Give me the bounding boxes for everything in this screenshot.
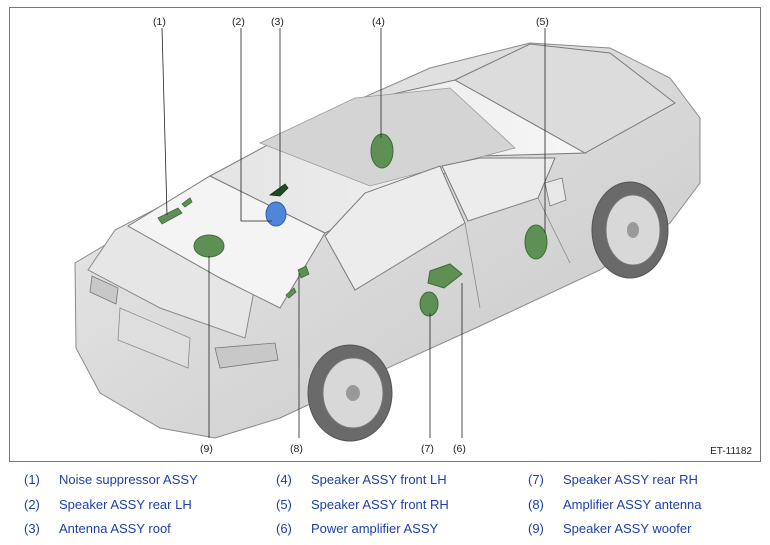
speaker-front-rh	[524, 224, 548, 260]
callout-6: (6)	[453, 443, 466, 455]
callout-9: (9)	[200, 443, 213, 455]
callout-1: (1)	[153, 16, 166, 28]
legend-text: Antenna ASSY roof	[59, 521, 171, 536]
legend-number: (5)	[276, 497, 292, 512]
legend-number: (2)	[24, 497, 40, 512]
legend-text: Speaker ASSY woofer	[563, 521, 692, 536]
callout-3: (3)	[271, 16, 284, 28]
legend-text: Speaker ASSY rear RH	[563, 472, 698, 487]
legend-text: Amplifier ASSY antenna	[563, 497, 702, 512]
legend-text: Noise suppressor ASSY	[59, 472, 198, 487]
car-illustration: (1) (2) (3) (4) (5) (6) (7) (8) (9)	[74, 16, 701, 455]
noise-suppressor-assy	[157, 197, 193, 225]
legend-number: (1)	[24, 472, 40, 487]
legend-number: (3)	[24, 521, 40, 536]
legend-number: (8)	[528, 497, 544, 512]
power-amplifier-assy	[427, 263, 463, 289]
legend-text: Speaker ASSY front LH	[311, 472, 447, 487]
legend-number: (7)	[528, 472, 544, 487]
speaker-woofer	[193, 234, 225, 258]
component-location-diagram: (1) (2) (3) (4) (5) (6) (7) (8) (9) ET-1…	[9, 7, 761, 462]
front-wheel	[591, 181, 669, 279]
legend: (1) Noise suppressor ASSY (2) Speaker AS…	[0, 468, 770, 543]
speaker-front-lh	[370, 133, 394, 169]
callout-labels: (1) (2) (3) (4) (5) (6) (7) (8) (9)	[153, 16, 549, 455]
callout-8: (8)	[290, 443, 303, 455]
leader-lines	[161, 27, 546, 438]
legend-number: (4)	[276, 472, 292, 487]
legend-text: Power amplifier ASSY	[311, 521, 439, 536]
legend-text: Speaker ASSY front RH	[311, 497, 449, 512]
callout-4: (4)	[372, 16, 385, 28]
speaker-rear-lh	[265, 201, 287, 227]
callout-2: (2)	[232, 16, 245, 28]
rear-wheel	[307, 344, 393, 442]
legend-number: (6)	[276, 521, 292, 536]
legend-text: Speaker ASSY rear LH	[59, 497, 192, 512]
amplifier-assy-antenna	[285, 265, 310, 299]
legend-number: (9)	[528, 521, 544, 536]
callout-7: (7)	[421, 443, 434, 455]
speaker-rear-rh	[419, 291, 439, 317]
callout-5: (5)	[536, 16, 549, 28]
figure-id: ET-11182	[710, 446, 752, 457]
